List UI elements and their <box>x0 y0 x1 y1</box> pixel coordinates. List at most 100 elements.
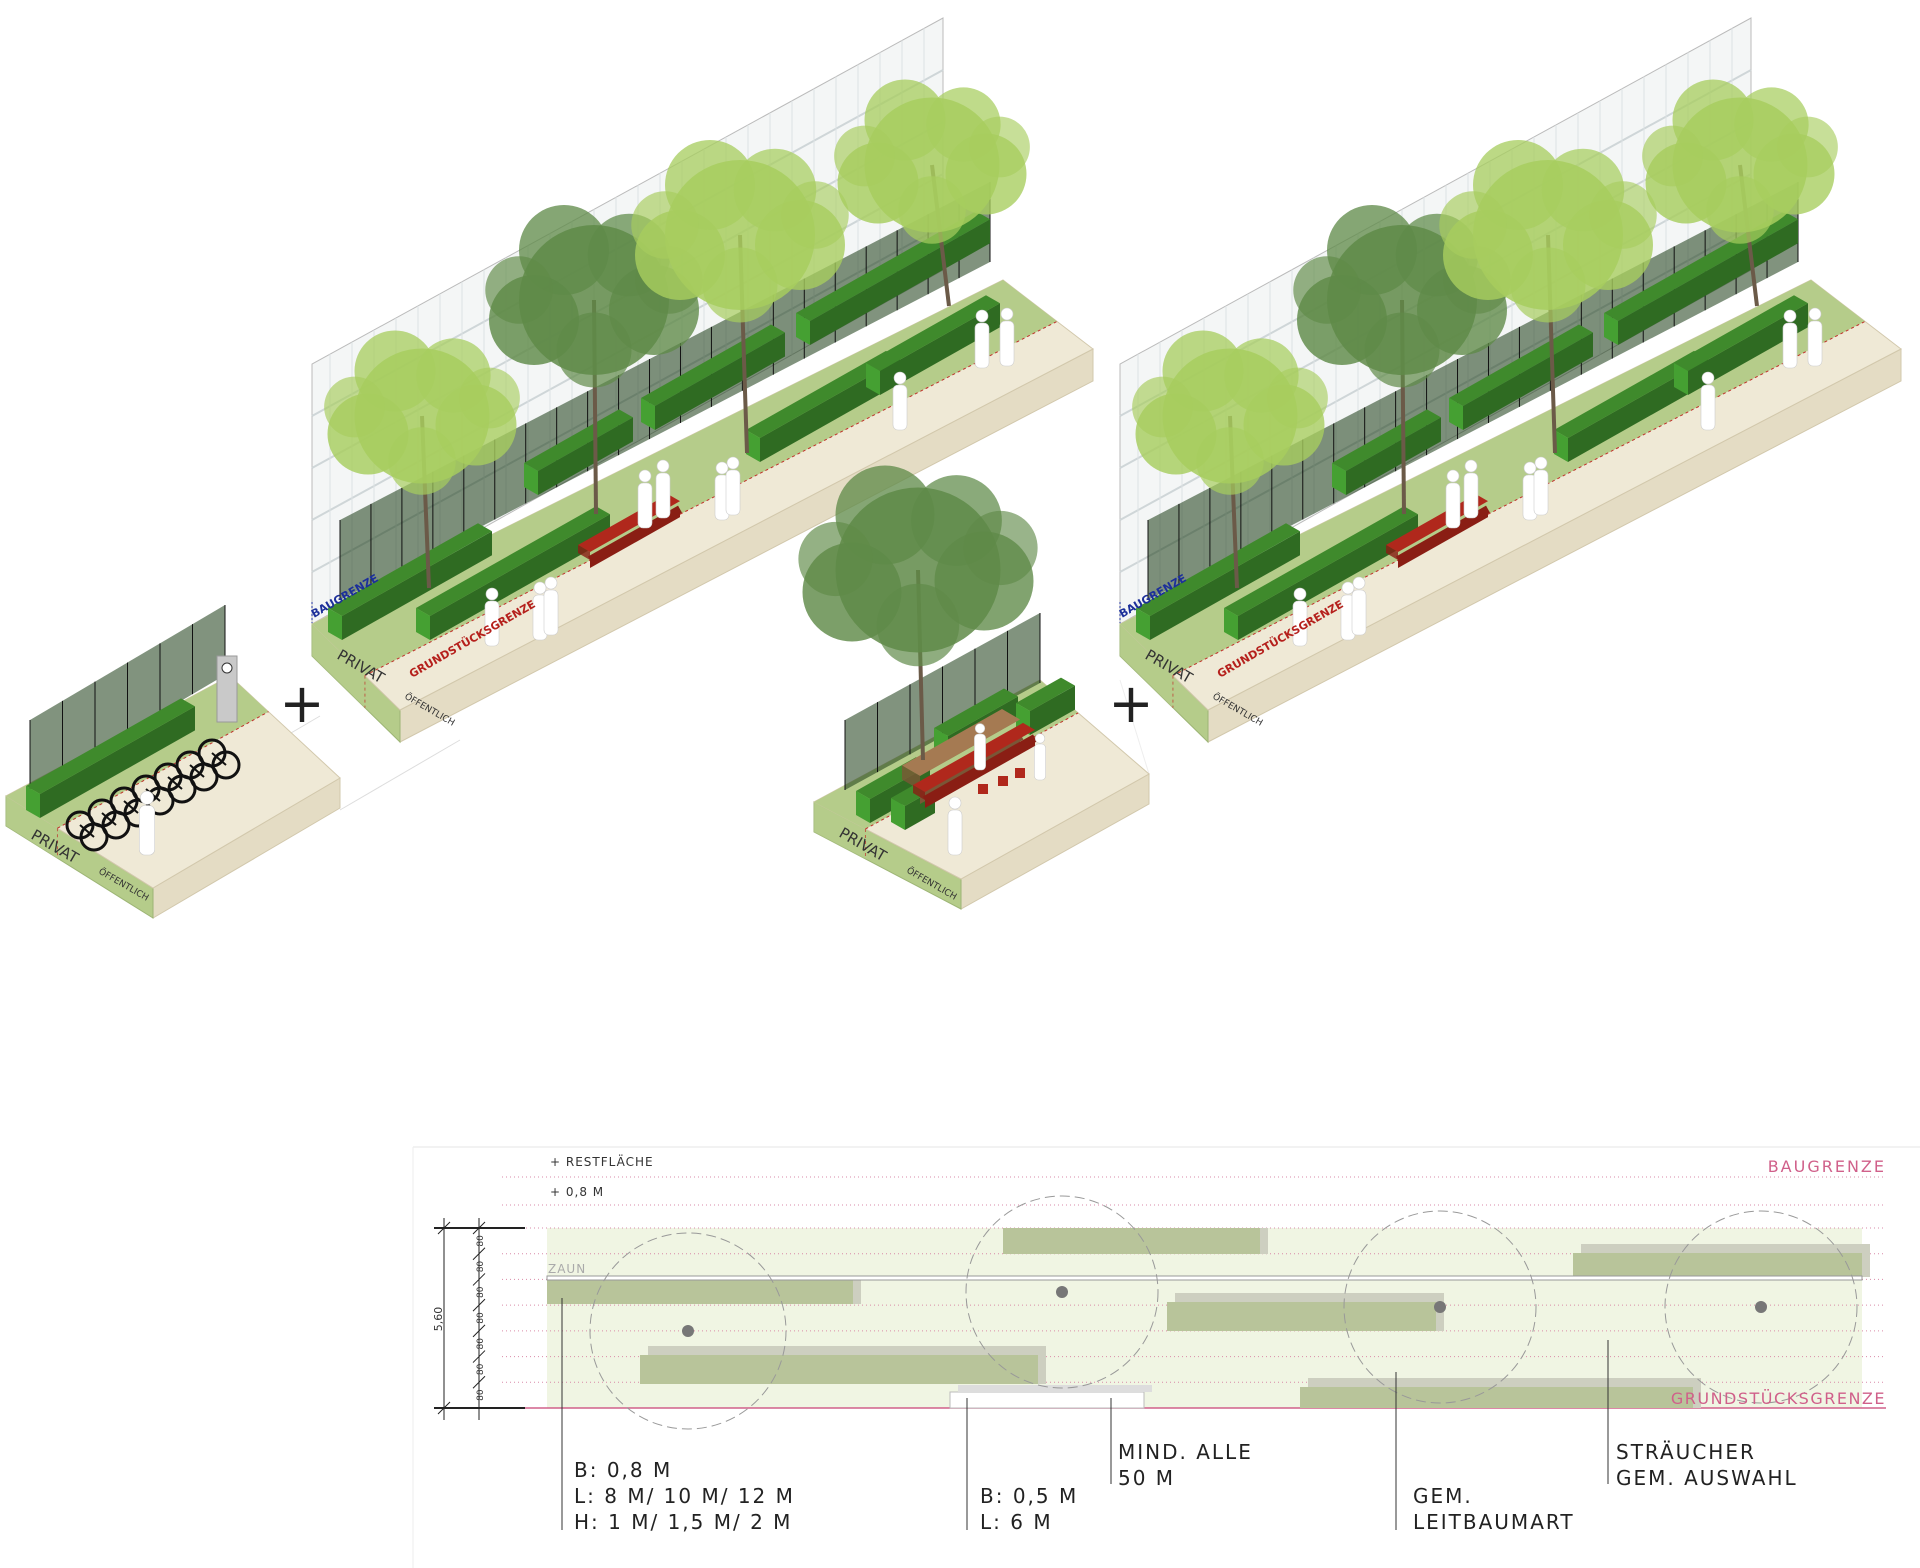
person-head <box>656 459 670 473</box>
person-silhouette <box>1782 309 1798 369</box>
tree-canopy <box>1196 427 1264 495</box>
tree-canopy <box>1439 191 1507 259</box>
hedge-end <box>1136 608 1150 640</box>
tree-crown-outline <box>589 1232 787 1430</box>
person-silhouette <box>1700 371 1716 431</box>
plan-hedge <box>1300 1387 1693 1408</box>
person-silhouette <box>543 576 559 636</box>
person-body <box>999 320 1015 367</box>
hedge-end <box>328 608 342 640</box>
person-silhouette <box>655 459 671 519</box>
person-silhouette <box>892 371 908 431</box>
picnic-table-top <box>902 709 1020 776</box>
dimension-tick <box>472 1375 486 1389</box>
tree <box>1293 205 1511 515</box>
hedge-front <box>1030 685 1075 735</box>
person-body <box>974 322 990 369</box>
tree-canopy <box>1510 247 1586 323</box>
spacing-line1: MIND. ALLE <box>1118 1440 1253 1464</box>
hedge-front <box>538 417 633 495</box>
person-body <box>892 384 908 431</box>
tree-canopy <box>963 510 1038 586</box>
hedge-end <box>1604 313 1618 345</box>
plan-hedge <box>1167 1302 1436 1331</box>
grundstuecksgrenze-plan-label: GRUNDSTÜCKSGRENZE <box>1671 1389 1886 1408</box>
person-body <box>1463 472 1479 519</box>
dimension-tick <box>472 1324 486 1338</box>
private-front <box>1120 624 1173 708</box>
bench-end <box>913 785 925 800</box>
tree-canopy <box>631 191 699 259</box>
tree-canopy <box>556 312 632 388</box>
person-head <box>638 469 652 483</box>
hedge-end <box>866 363 880 395</box>
person-head <box>140 790 154 805</box>
hedge-end <box>746 430 760 462</box>
bench-length: L: 6 M <box>980 1510 1053 1534</box>
plan-hedge <box>1003 1228 1260 1254</box>
hedge-end <box>1554 430 1568 462</box>
hedge <box>524 409 633 495</box>
plan-bench <box>949 1391 1145 1409</box>
tree <box>1642 79 1838 307</box>
plus-sign-2: + <box>1108 672 1153 735</box>
hedge-front <box>1463 332 1593 430</box>
hedge-front <box>760 358 900 462</box>
bicycle-frame <box>123 800 139 814</box>
person-head <box>1034 733 1046 744</box>
band-dimension-label: 80 <box>476 1338 486 1350</box>
person-body <box>1034 743 1046 781</box>
tree-canopy <box>781 181 849 249</box>
hedge-length: L: 8 M/ 10 M/ 12 M <box>574 1484 795 1508</box>
tree-trunk-dot <box>1755 1301 1767 1313</box>
hedge <box>1449 324 1593 430</box>
person-head <box>1446 469 1460 483</box>
hedge-front <box>1150 531 1300 640</box>
tree-canopy <box>324 376 385 438</box>
person-body <box>484 600 500 647</box>
hedge <box>1224 506 1418 640</box>
seat-cube <box>998 776 1008 786</box>
person-head <box>1701 371 1715 385</box>
hedge-front <box>1568 358 1708 462</box>
person-silhouette <box>139 790 156 856</box>
person-body <box>1533 469 1549 516</box>
hedge <box>328 523 492 640</box>
bicycle <box>87 798 131 840</box>
person-head <box>485 587 499 601</box>
person-head <box>1464 459 1478 473</box>
bicycle-frame <box>101 812 117 826</box>
bicycle-frame <box>167 776 183 790</box>
person-head <box>1000 307 1014 321</box>
plan-hedge <box>547 1280 853 1304</box>
private-front <box>814 802 866 859</box>
person-silhouette <box>532 581 548 641</box>
tree-crown-outline <box>1343 1210 1537 1404</box>
person-body <box>725 469 741 516</box>
tree-canopy <box>1364 312 1440 388</box>
person-body <box>1807 320 1823 367</box>
info-icon <box>221 662 233 674</box>
tree-crown-outline <box>965 1195 1159 1389</box>
plan-diagram: + RESTFLÄCHE + 0,8 M BAUGRENZE ZAUN GRUN… <box>412 1146 1920 1568</box>
fence <box>844 613 1041 790</box>
person-body <box>947 809 963 856</box>
bench-top <box>578 494 680 552</box>
band-dimension-label: 80 <box>476 1389 486 1401</box>
bench <box>578 494 682 568</box>
tree <box>324 330 520 589</box>
tree-canopy <box>834 125 895 187</box>
tree <box>1439 140 1657 454</box>
hedge <box>641 324 785 430</box>
person-body <box>1700 384 1716 431</box>
plan-hedge <box>640 1355 1038 1384</box>
hedge <box>866 295 1000 395</box>
private-front <box>312 624 365 708</box>
hedge <box>26 698 195 818</box>
hedge-front <box>430 514 610 640</box>
plan-hedge <box>1573 1253 1862 1277</box>
hedge-end <box>1332 463 1346 495</box>
person-body <box>655 472 671 519</box>
band-dimension-label: 80 <box>476 1312 486 1324</box>
dimension-tick <box>472 1247 486 1261</box>
